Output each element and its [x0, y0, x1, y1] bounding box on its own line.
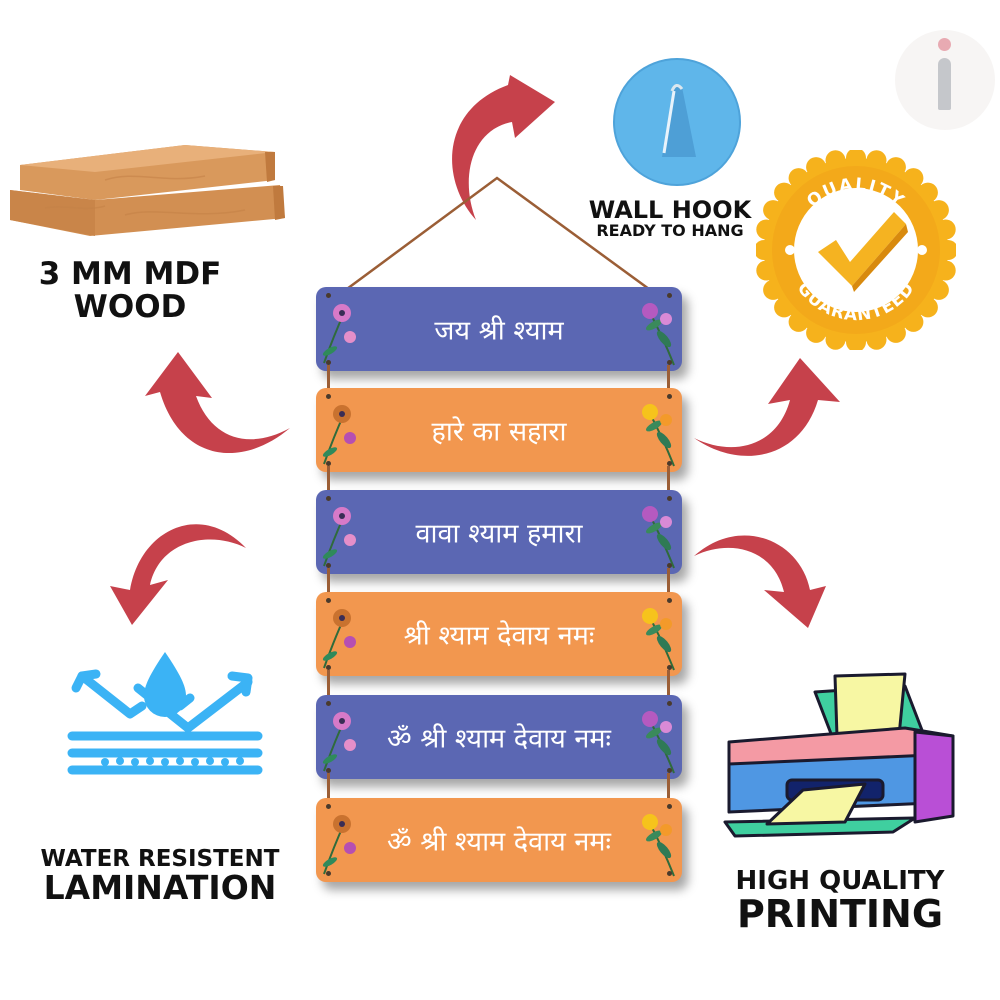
rope-hole [326, 701, 331, 706]
rope-hole [667, 804, 672, 809]
arrow-to-water-icon [110, 524, 246, 625]
arrow-to-wood-icon [145, 352, 290, 454]
printing-label-line1: HIGH QUALITY [735, 866, 945, 896]
printer-icon [723, 672, 955, 838]
rope-hole [667, 496, 672, 501]
leaf-decoration-icon [634, 600, 678, 672]
connecting-rope [327, 670, 330, 703]
quality-badge-icon: QUALITY GUARANTEED [756, 150, 956, 350]
arrow-to-printing-icon [694, 535, 826, 628]
flower-decoration-icon [320, 396, 360, 466]
rope-hole [326, 293, 331, 298]
rope-hole [667, 563, 672, 568]
flower-decoration-icon [320, 295, 360, 365]
rope-hole [326, 871, 331, 876]
connecting-rope [327, 773, 330, 806]
water-drop-icon [67, 652, 263, 775]
leaf-decoration-icon [634, 295, 678, 367]
arrow-to-quality-icon [694, 358, 840, 456]
rope-hole [326, 496, 331, 501]
hook-label-line1: WALL HOOK [588, 196, 752, 224]
plank-sign: ॐ श्री श्याम देवाय नमः [316, 798, 682, 882]
plank-sign: हारे का सहारा [316, 388, 682, 472]
info-logo-icon [895, 30, 995, 130]
rope-hole [326, 598, 331, 603]
wood-planks-icon [10, 145, 285, 236]
rope-hole [667, 360, 672, 365]
rope-hole [326, 563, 331, 568]
connecting-rope [667, 568, 670, 600]
connecting-rope [667, 466, 670, 498]
rope-hole [667, 394, 672, 399]
rope-hole [667, 598, 672, 603]
leaf-decoration-icon [634, 806, 678, 878]
plank-text: जय श्री श्याम [434, 315, 564, 347]
connecting-rope [327, 466, 330, 498]
plank-text: श्री श्याम देवाय नमः [403, 620, 595, 652]
wood-label-line2: WOOD [73, 288, 187, 325]
plank-sign: वावा श्याम हमारा [316, 490, 682, 574]
rope-hole [326, 394, 331, 399]
flower-decoration-icon [320, 703, 360, 773]
rope-hole [667, 768, 672, 773]
wood-label: 3 MM MDF WOOD [10, 258, 250, 323]
leaf-decoration-icon [634, 498, 678, 570]
plank-text: हारे का सहारा [431, 416, 567, 448]
connecting-rope [667, 365, 670, 396]
rope-hole [326, 804, 331, 809]
rope-hole [667, 665, 672, 670]
leaf-decoration-icon [634, 396, 678, 468]
hook-label-line2: READY TO HANG [596, 221, 744, 241]
connecting-rope [667, 670, 670, 703]
arrow-to-hook-icon [452, 75, 555, 220]
rope-hole [326, 360, 331, 365]
connecting-rope [327, 365, 330, 396]
rope-hole [667, 871, 672, 876]
rope-hole [667, 701, 672, 706]
rope-hole [326, 665, 331, 670]
plank-text: ॐ श्री श्याम देवाय नमः [387, 723, 611, 755]
plank-text: वावा श्याम हमारा [415, 518, 583, 550]
flower-decoration-icon [320, 498, 360, 568]
water-label-line1: WATER RESISTENT [40, 846, 280, 872]
plank-sign: श्री श्याम देवाय नमः [316, 592, 682, 676]
hook-label: WALL HOOK READY TO HANG [575, 196, 765, 241]
connecting-rope [327, 568, 330, 600]
wood-label-line1: 3 MM MDF [38, 256, 222, 292]
rope-hole [326, 461, 331, 466]
leaf-decoration-icon [634, 703, 678, 775]
flower-decoration-icon [320, 806, 360, 876]
rope-hole [667, 461, 672, 466]
rope-hole [667, 293, 672, 298]
water-label-line2: LAMINATION [43, 868, 277, 908]
plank-sign: ॐ श्री श्याम देवाय नमः [316, 695, 682, 779]
printing-label-line2: PRINTING [736, 892, 944, 937]
connecting-rope [667, 773, 670, 806]
water-label: WATER RESISTENT LAMINATION [20, 847, 300, 906]
wall-hook-icon [613, 58, 741, 186]
printing-label: HIGH QUALITY PRINTING [700, 866, 980, 937]
plank-sign: जय श्री श्याम [316, 287, 682, 371]
flower-decoration-icon [320, 600, 360, 670]
plank-text: ॐ श्री श्याम देवाय नमः [387, 826, 611, 858]
rope-hole [326, 768, 331, 773]
